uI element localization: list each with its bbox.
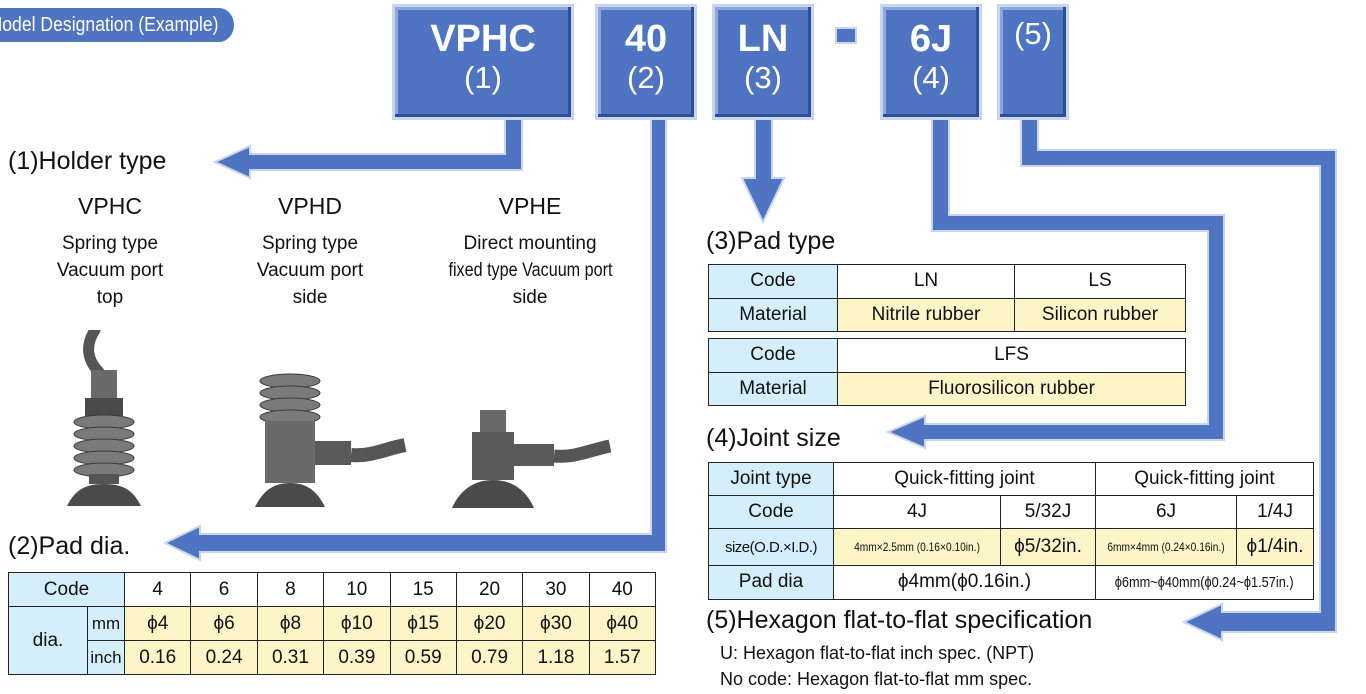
pad-dia-code: 15 bbox=[389, 572, 457, 607]
pad-type-table-1: Code LN LS Material Nitrile rubber Silic… bbox=[708, 264, 1186, 332]
pad-dia-inch-label: inch bbox=[87, 640, 125, 675]
pad-type-material: Fluorosilicon rubber bbox=[837, 371, 1186, 406]
joint-size: ϕ5/32in. bbox=[1000, 528, 1096, 566]
code-box-number: (3) bbox=[744, 60, 782, 95]
pad-type-code: LN bbox=[837, 264, 1015, 299]
pad-dia-table: Code 4 6 8 10 15 20 30 40 dia. mm ϕ4 ϕ6 … bbox=[8, 572, 657, 675]
hex-spec-note-mm: No code: Hexagon flat-to-flat mm spec. bbox=[720, 669, 1033, 689]
pad-dia-code: 10 bbox=[323, 572, 391, 607]
pad-type-code: LFS bbox=[837, 338, 1186, 373]
pad-dia-mm: ϕ15 bbox=[389, 606, 457, 641]
pad-dia-inch: 1.57 bbox=[588, 640, 657, 675]
joint-size-title: (4)Joint size bbox=[706, 424, 841, 452]
joint-size-label: size(O.D.×I.D.) bbox=[708, 528, 834, 566]
pad-dia-code-label: Code bbox=[8, 572, 125, 607]
arrow-joint-size bbox=[885, 117, 1225, 450]
arrow-pad-dia bbox=[162, 117, 667, 562]
hex-spec-note-inch: U: Hexagon flat-to-flat inch spec. (NPT) bbox=[720, 643, 1035, 663]
pad-dia-inch: 0.79 bbox=[455, 640, 524, 675]
code-box-code: 6J bbox=[909, 18, 953, 60]
joint-type-label: Joint type bbox=[708, 461, 834, 497]
pad-dia-inch: 0.59 bbox=[389, 640, 457, 675]
pad-dia-mm: ϕ20 bbox=[455, 606, 524, 641]
pad-dia-mm-label: mm bbox=[87, 606, 125, 641]
joint-code-label: Code bbox=[708, 495, 834, 530]
pad-dia-inch: 0.24 bbox=[190, 640, 258, 675]
code-box-pad-type: LN (3) bbox=[712, 4, 814, 120]
pad-dia-mm: ϕ10 bbox=[323, 606, 391, 641]
pad-dia-inch: 0.16 bbox=[123, 640, 192, 675]
joint-code: 5/32J bbox=[1000, 495, 1096, 530]
code-box-code: 40 bbox=[624, 18, 668, 60]
joint-pad-dia: ϕ6mm~ϕ40mm(ϕ0.24~ϕ1.57in.) bbox=[1095, 564, 1314, 601]
pad-type-table-2: Code LFS Material Fluorosilicon rubber bbox=[708, 338, 1186, 406]
vphe-holder-image bbox=[452, 410, 612, 508]
pad-dia-inch: 0.39 bbox=[323, 640, 391, 675]
arrow-hex-spec bbox=[1020, 117, 1337, 642]
pad-dia-code: 4 bbox=[123, 572, 192, 607]
pad-type-code-label: Code bbox=[708, 264, 838, 299]
pad-type-material-label: Material bbox=[708, 297, 838, 332]
joint-size: 4mm×2.5mm (0.16×0.10in.) bbox=[833, 528, 1001, 566]
vphc-holder-image bbox=[67, 330, 141, 506]
pad-type-code-label: Code bbox=[708, 338, 838, 373]
pad-type-material-label: Material bbox=[708, 371, 838, 406]
joint-code: 4J bbox=[833, 495, 1001, 530]
holder-name: VPHE bbox=[498, 193, 562, 219]
vphd-holder-image bbox=[255, 373, 407, 507]
code-box-holder: VPHC (1) bbox=[392, 4, 574, 120]
code-box-code: LN bbox=[737, 18, 789, 60]
joint-size: ϕ1/4in. bbox=[1236, 528, 1314, 566]
code-box-number: (5) bbox=[1014, 16, 1052, 51]
code-box-pad-dia: 40 (2) bbox=[595, 4, 697, 120]
hex-spec-title: (5)Hexagon flat-to-flat specification bbox=[706, 606, 1093, 634]
model-designation-badge: Model Designation (Example) bbox=[0, 8, 234, 42]
joint-code: 1/4J bbox=[1236, 495, 1314, 530]
pad-dia-code: 6 bbox=[190, 572, 258, 607]
pad-dia-code: 30 bbox=[522, 572, 590, 607]
pad-dia-mm: ϕ6 bbox=[190, 606, 258, 641]
holder-type-title: (1)Holder type bbox=[8, 147, 167, 175]
code-box-code: VPHC bbox=[430, 18, 536, 60]
joint-type: Quick-fitting joint bbox=[833, 461, 1096, 497]
code-box-hex: (5) bbox=[997, 4, 1069, 120]
holder-name: VPHC bbox=[78, 193, 142, 219]
pad-dia-dia-label: dia. bbox=[8, 606, 88, 675]
pad-dia-code: 20 bbox=[455, 572, 524, 607]
pad-dia-mm: ϕ30 bbox=[522, 606, 590, 641]
holder-name: VPHD bbox=[278, 193, 342, 219]
pad-dia-code: 40 bbox=[588, 572, 657, 607]
joint-pad-label: Pad dia bbox=[708, 564, 834, 601]
pad-dia-inch: 1.18 bbox=[522, 640, 590, 675]
pad-dia-title: (2)Pad dia. bbox=[8, 532, 131, 560]
pad-type-material: Nitrile rubber bbox=[837, 297, 1015, 332]
pad-dia-mm: ϕ40 bbox=[588, 606, 657, 641]
joint-pad-dia: ϕ4mm(ϕ0.16in.) bbox=[833, 564, 1096, 601]
code-box-joint: 6J (4) bbox=[880, 4, 982, 120]
joint-size-table: Joint type Quick-fitting joint Quick-fit… bbox=[708, 461, 1314, 601]
code-box-number: (2) bbox=[627, 60, 665, 95]
joint-code: 6J bbox=[1095, 495, 1237, 530]
pad-dia-code: 8 bbox=[256, 572, 325, 607]
pad-type-code: LS bbox=[1014, 264, 1186, 299]
joint-size: 6mm×4mm (0.24×0.16in.) bbox=[1095, 528, 1237, 566]
pad-dia-inch: 0.31 bbox=[256, 640, 325, 675]
arrow-pad-type bbox=[740, 117, 786, 225]
code-box-number: (1) bbox=[464, 60, 502, 95]
arrow-holder-type bbox=[212, 117, 523, 180]
hyphen-mark bbox=[835, 27, 857, 44]
pad-dia-mm: ϕ8 bbox=[256, 606, 325, 641]
pad-type-material: Silicon rubber bbox=[1014, 297, 1186, 332]
joint-type: Quick-fitting joint bbox=[1095, 461, 1314, 497]
pad-type-title: (3)Pad type bbox=[706, 227, 836, 255]
pad-dia-mm: ϕ4 bbox=[123, 606, 192, 641]
code-box-number: (4) bbox=[912, 60, 950, 95]
